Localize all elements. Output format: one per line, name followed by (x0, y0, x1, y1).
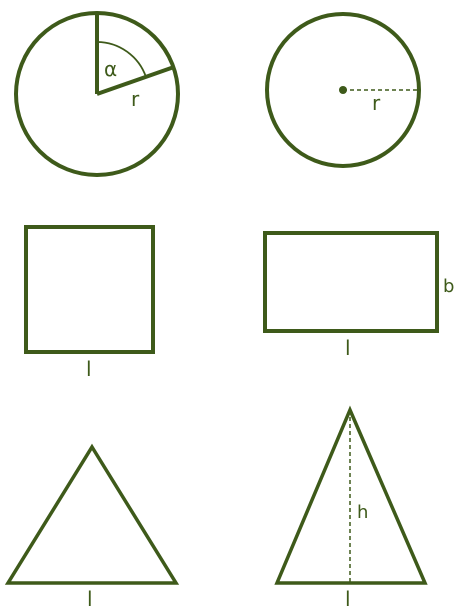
circle-group: r (265, 12, 421, 168)
rectangle-group: b l (263, 231, 454, 360)
equilateral-triangle-outline (4, 443, 180, 585)
sector-circle-group: α r (14, 11, 180, 177)
isosceles-triangle-outline (274, 405, 428, 585)
sector-radius-label: r (131, 87, 140, 111)
isosceles-triangle-group: h l (274, 405, 428, 611)
square-side-label: l (86, 357, 92, 381)
isosceles-triangle-height-label: h (357, 502, 368, 523)
isosceles-triangle-base-label: l (345, 587, 351, 611)
square-outline (24, 225, 155, 354)
circle-outline (265, 12, 421, 168)
square-group: l (24, 225, 155, 381)
circle-radius-label: r (372, 91, 381, 115)
rectangle-outline (263, 231, 439, 333)
sector-angle-arc (96, 41, 147, 78)
sector-angle-label: α (104, 57, 117, 81)
sector-radius-slanted (96, 65, 175, 96)
rectangle-length-label: l (345, 336, 351, 360)
equilateral-triangle-group: l (4, 443, 180, 611)
rectangle-width-label: b (443, 276, 454, 297)
equilateral-triangle-side-label: l (87, 587, 93, 611)
